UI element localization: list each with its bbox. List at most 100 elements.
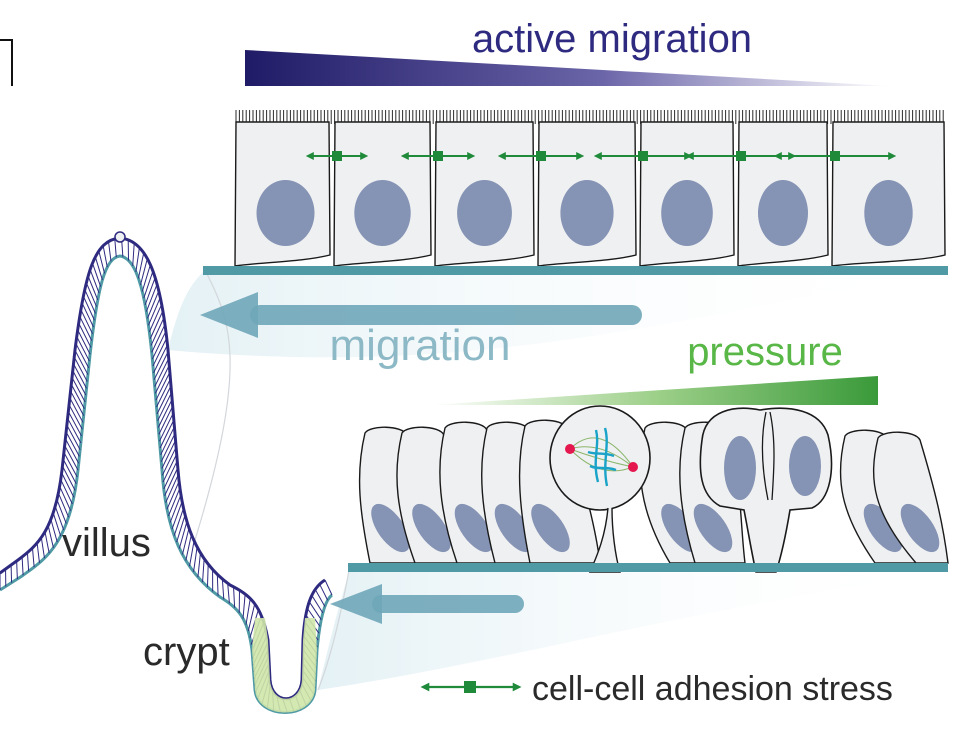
crypt-zone (252, 618, 317, 713)
adhesion-arrow (305, 151, 369, 161)
crypt-label: crypt (143, 630, 230, 674)
top-projection-line (194, 269, 231, 541)
upper-epithelium (203, 110, 948, 275)
villus-cell-boundary (144, 277, 156, 306)
villus-cell-boundary (178, 521, 188, 549)
nucleus (693, 503, 733, 553)
villus-cell-boundary (16, 560, 18, 579)
villus-cell-boundary (140, 258, 148, 285)
villus-cell-boundary (71, 377, 86, 403)
nucleus (758, 180, 808, 246)
villus-cell-boundary (64, 438, 80, 464)
active-migration-bar (245, 50, 890, 86)
villus-cell-boundary (314, 589, 326, 607)
villus-cell-boundary (108, 241, 112, 262)
villus-cell-boundary (69, 397, 84, 423)
villus-cell-boundary (89, 269, 100, 294)
villus-cell-boundary (64, 445, 79, 471)
villus-cell-boundary (160, 433, 176, 462)
nucleus (256, 180, 315, 246)
lower-epithelium (348, 405, 949, 573)
adhesion-legend: cell-cell adhesion stress (420, 670, 893, 708)
villus-cell-boundary (67, 418, 82, 444)
villus-cell-boundary (147, 290, 160, 319)
villus-cell-boundary (76, 336, 90, 362)
villus-cell-boundary (151, 330, 167, 360)
dividing-cell (699, 407, 833, 573)
nucleus (371, 503, 410, 553)
villus-cell-boundary (308, 601, 322, 620)
villus-cell-boundary (59, 486, 72, 511)
epithelial-cell (434, 121, 535, 267)
villus-cell-boundary (54, 506, 65, 531)
villus-tip (114, 231, 126, 243)
edge-bracket (0, 39, 13, 86)
villus-cell-boundary (181, 527, 190, 555)
villus-cell-boundary (156, 385, 172, 415)
villus-cell-boundary (62, 458, 77, 484)
nucleus (454, 503, 494, 553)
villus-cell-boundary (151, 324, 166, 353)
active-migration-label: active migration (472, 17, 752, 61)
villus-cell-boundary (153, 351, 169, 380)
nucleus (863, 503, 903, 553)
villus-cell-boundary (153, 344, 168, 374)
villus-cell-boundary (161, 446, 177, 476)
epithelial-cell (234, 121, 331, 267)
villus-cell-boundary (68, 404, 83, 430)
villus-cell-boundary (70, 390, 85, 416)
villus-cell-boundary (56, 499, 67, 524)
villus-cell-boundary (159, 412, 174, 442)
villus-cell-boundary (176, 514, 186, 543)
villus-cell-boundary (47, 525, 54, 548)
villus-cell-boundary (324, 579, 333, 596)
villus-cell-boundary (57, 492, 70, 518)
chromosome (589, 464, 617, 472)
villus-cell-boundary (81, 302, 94, 328)
villus-cell-boundary (132, 242, 135, 266)
bottom-projection-line (317, 564, 351, 691)
nucleus (864, 180, 913, 246)
villus-cell-boundary (94, 256, 103, 281)
villus-cell-boundary (61, 465, 76, 491)
villus-cell-boundary (206, 564, 209, 587)
villus-cell-boundary (169, 494, 182, 523)
villus-cell-boundary (44, 531, 50, 554)
villus-cell-boundary (73, 363, 87, 389)
villus-cell-boundary (65, 431, 80, 457)
villus-cell-boundary (311, 595, 324, 614)
villus-cell-boundary (141, 264, 151, 292)
adhesion-arrow (773, 151, 897, 161)
villus-cell-boundary (73, 356, 88, 382)
villus-cell-boundary (143, 270, 154, 299)
pressure-label: pressure (687, 330, 843, 374)
villus-cell-boundary (52, 512, 62, 537)
villus-cell-boundary (36, 542, 40, 563)
villus-cell-boundary (137, 252, 145, 279)
villus-cell-boundary (167, 487, 181, 517)
villus-cell-boundary (306, 607, 321, 627)
villus-cell-boundary (61, 472, 75, 498)
villus-cell-boundary (161, 440, 176, 469)
villus-cell-boundary (157, 392, 172, 421)
nucleus (724, 436, 756, 500)
villus-cell-boundary (162, 453, 178, 483)
nucleus (900, 503, 940, 553)
villus-cell-boundary (158, 405, 174, 435)
villus-cell-boundary (26, 552, 30, 572)
villus-cell-boundary (78, 322, 92, 348)
villus-label: villus (62, 521, 151, 565)
villus-cell-boundary (63, 452, 78, 478)
mitotic-cell (549, 405, 651, 573)
epithelial-cell (333, 121, 432, 267)
villus-cell-boundary (84, 289, 96, 314)
villus-cell-boundary (189, 540, 195, 567)
villus-cell-boundary (171, 501, 183, 530)
villus-cell-boundary (152, 337, 168, 367)
villus-cell-boundary (221, 578, 225, 600)
villus-cell-boundary (164, 467, 179, 496)
nucleus (494, 503, 534, 553)
adhesion-arrow (497, 151, 585, 161)
villus-cell-boundary (31, 547, 35, 568)
